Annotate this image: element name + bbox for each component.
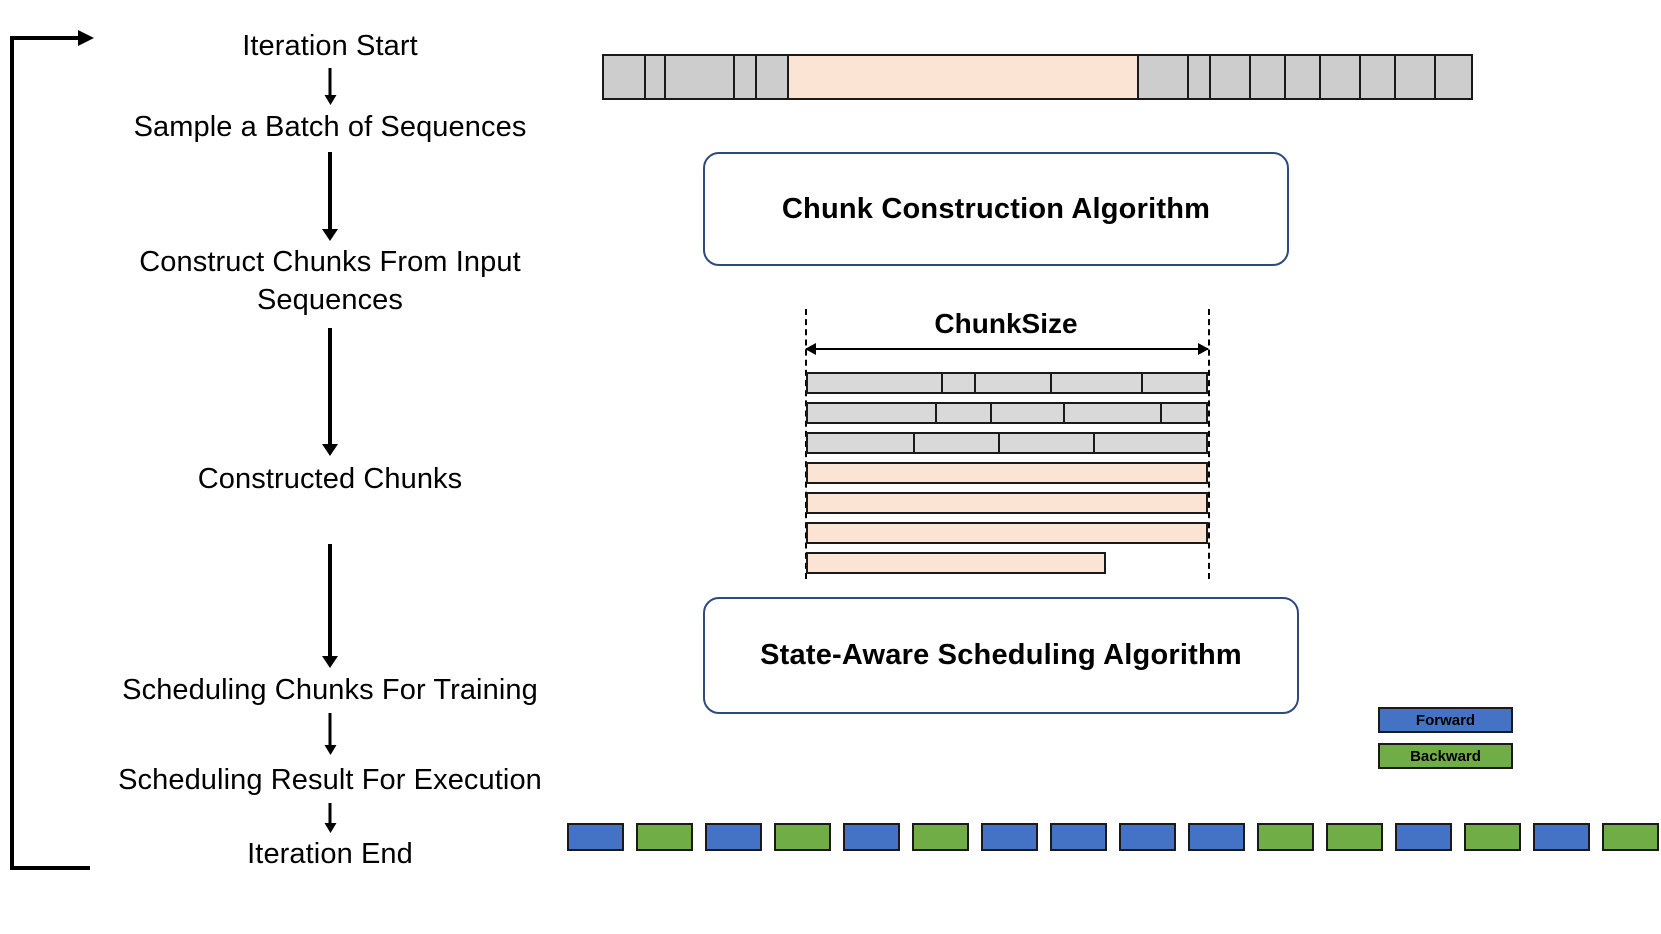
input-sequence-segment <box>1189 56 1211 98</box>
chunk-cell <box>992 404 1066 422</box>
input-sequence-bar <box>602 54 1473 100</box>
schedule-block-forward <box>1050 823 1107 851</box>
flow-step-scheduling-chunks: Scheduling Chunks For Training <box>122 674 538 706</box>
chunk-cell <box>808 494 1206 512</box>
flow-arrow-6 <box>328 803 332 824</box>
schedule-block-forward <box>1395 823 1452 851</box>
flow-step-iteration-start: Iteration Start <box>242 30 418 62</box>
schedule-block-forward <box>1119 823 1176 851</box>
right-illustration-panel: Chunk Construction Algorithm ChunkSize S… <box>560 0 1661 934</box>
input-sequence-segment <box>735 56 757 98</box>
schedule-block-forward <box>843 823 900 851</box>
chunk-cell <box>808 374 943 392</box>
flow-arrow-1 <box>328 68 332 96</box>
input-sequence-segment <box>1139 56 1189 98</box>
schedule-block-backward <box>1257 823 1314 851</box>
input-sequence-segment <box>1286 56 1321 98</box>
flow-step-construct-chunks: Construct Chunks From Input Sequences <box>139 246 521 316</box>
chunk-cell <box>808 464 1206 482</box>
chunksize-double-arrow <box>806 348 1208 350</box>
flow-arrow-2 <box>328 152 332 230</box>
flow-step-constructed-chunks: Constructed Chunks <box>197 463 463 495</box>
schedule-block-backward <box>1602 823 1659 851</box>
pipeline-flow-column: Iteration Start Sample a Batch of Sequen… <box>60 0 600 934</box>
chunk-cell <box>808 554 1104 572</box>
state-aware-scheduling-algorithm-label: State-Aware Scheduling Algorithm <box>760 639 1242 671</box>
chunk-row <box>806 432 1208 454</box>
schedule-block-forward <box>567 823 624 851</box>
schedule-block-backward <box>1464 823 1521 851</box>
schedule-result-bar <box>567 823 1659 851</box>
chunk-cell <box>942 374 977 392</box>
legend-item-forward: Forward <box>1378 707 1513 733</box>
flow-step-scheduling-result: Scheduling Result For Execution <box>118 764 542 796</box>
input-sequence-segment <box>757 56 789 98</box>
legend-item-label: Backward <box>1410 747 1481 765</box>
chunk-cell <box>808 404 937 422</box>
schedule-block-backward <box>636 823 693 851</box>
chunk-cell <box>1095 434 1206 452</box>
flow-arrow-4 <box>328 544 332 657</box>
constructed-chunk-rows <box>806 372 1208 582</box>
chunk-cell <box>808 434 915 452</box>
schedule-block-backward <box>1326 823 1383 851</box>
schedule-block-forward <box>1188 823 1245 851</box>
chunk-cell <box>1162 404 1206 422</box>
chunk-row <box>806 372 1208 394</box>
chunk-construction-algorithm-box[interactable]: Chunk Construction Algorithm <box>703 152 1289 266</box>
chunk-cell <box>914 434 1001 452</box>
input-sequence-segment <box>646 56 666 98</box>
input-sequence-segment <box>789 56 1139 98</box>
schedule-block-forward <box>981 823 1038 851</box>
flow-step-sample-batch: Sample a Batch of Sequences <box>133 111 527 143</box>
chunk-construction-algorithm-label: Chunk Construction Algorithm <box>781 192 1211 225</box>
input-sequence-segment <box>1251 56 1286 98</box>
chunk-row <box>806 492 1208 514</box>
chunk-row <box>806 522 1208 544</box>
chunk-cell <box>976 374 1052 392</box>
chunk-row <box>806 552 1106 574</box>
flow-arrow-3 <box>328 328 332 445</box>
chunk-cell <box>936 404 993 422</box>
input-sequence-segment <box>1211 56 1251 98</box>
input-sequence-segment <box>1361 56 1396 98</box>
legend-item-backward: Backward <box>1378 743 1513 769</box>
chunk-cell <box>1142 374 1206 392</box>
chunk-row <box>806 402 1208 424</box>
chunk-cell <box>808 524 1206 542</box>
input-sequence-segment <box>1321 56 1361 98</box>
chunksize-label: ChunkSize <box>934 308 1078 339</box>
flow-step-iteration-end: Iteration End <box>247 838 413 870</box>
schedule-block-forward <box>705 823 762 851</box>
chunk-cell <box>1051 374 1143 392</box>
chunksize-guide-right <box>1208 309 1210 579</box>
flow-arrow-5 <box>328 713 332 746</box>
schedule-block-backward <box>774 823 831 851</box>
state-aware-scheduling-algorithm-box[interactable]: State-Aware Scheduling Algorithm <box>703 597 1299 714</box>
schedule-block-forward <box>1533 823 1590 851</box>
legend-item-label: Forward <box>1415 711 1476 729</box>
input-sequence-segment <box>1436 56 1471 98</box>
input-sequence-segment <box>1396 56 1436 98</box>
chunk-row <box>806 462 1208 484</box>
chunk-cell <box>1000 434 1096 452</box>
chunk-cell <box>1065 404 1163 422</box>
input-sequence-segment <box>604 56 646 98</box>
input-sequence-segment <box>666 56 735 98</box>
schedule-block-backward <box>912 823 969 851</box>
